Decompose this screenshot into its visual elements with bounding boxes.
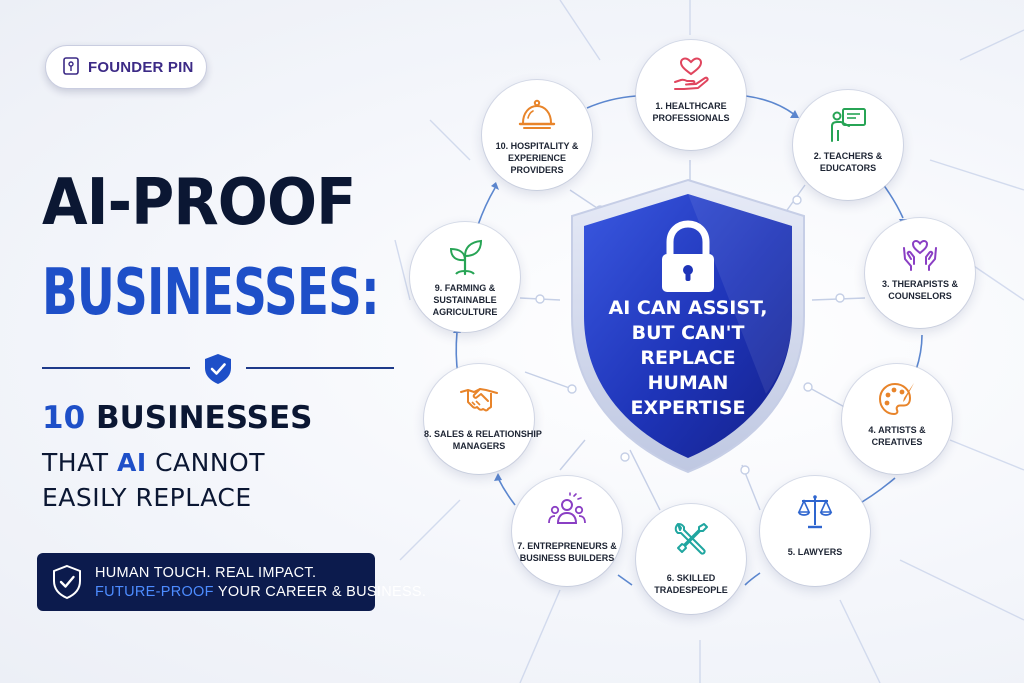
team-icon [548,492,586,524]
headline-line-2: BUSINESSES: [42,256,380,330]
node-label: 3. THERAPISTS & COUNSELORS [865,278,975,302]
node-label-line: TRADESPEOPLE [654,585,728,595]
padlock-icon [662,220,714,292]
node-hospitality: 10. HOSPITALITY & EXPERIENCE PROVIDERS [482,80,592,190]
node-entrepreneurs: 7. ENTREPRENEURS & BUSINESS BUILDERS [512,476,622,586]
sprout-icon [449,239,483,276]
palette-icon [878,382,914,416]
banner-highlight: FUTURE-PROOF [95,584,214,600]
founder-pin-logo: FOUNDER PIN [45,45,207,89]
node-therapists: 3. THERAPISTS & COUNSELORS [865,218,975,328]
subheadline-line-1: 10 BUSINESSES [42,400,312,436]
tools-icon [674,523,708,555]
headline-line-1: AI-PROOF [42,166,356,240]
node-artists: 4. ARTISTS & CREATIVES [842,364,952,474]
shield-outline-check-icon [53,564,81,600]
node-label-line: PROVIDERS [510,165,564,175]
scales-icon [797,495,833,529]
node-label-line: 4. ARTISTS & [868,425,926,435]
node-label-line: 3. THERAPISTS & [881,279,958,289]
central-line: HUMAN [647,372,729,394]
heart-hand-icon [674,57,709,90]
node-label-line: 2. TEACHERS & [813,151,883,161]
node-label-line: EDUCATORS [819,163,877,173]
central-line: REPLACE [640,347,736,369]
central-shield [571,178,805,474]
shield-check-icon [205,354,231,384]
node-label-line: 7. ENTREPRENEURS & [517,541,617,551]
cloche-icon [518,99,556,129]
central-line: EXPERTISE [630,397,746,419]
node-label-line: CREATIVES [871,437,923,447]
banner-line-1: HUMAN TOUCH. REAL IMPACT. [95,565,317,581]
teacher-board-icon [831,108,866,142]
pin-icon [63,57,79,75]
node-label: 8. SALES & RELATIONSHIP MANAGERS [424,428,542,452]
tagline-banner: HUMAN TOUCH. REAL IMPACT. FUTURE-PROOF Y… [37,553,426,611]
node-label-line: 6. SKILLED [666,573,716,583]
node-label: 5. LAWYERS [760,546,870,558]
node-label-line: SUSTAINABLE [433,295,497,305]
banner-line-2: FUTURE-PROOF YOUR CAREER & BUSINESS. [95,584,426,600]
central-message: AI CAN ASSIST, BUT CAN'T REPLACE HUMAN E… [600,296,776,421]
subheadline-line-2: THAT AI CANNOT [42,448,265,478]
node-lawyers: 5. LAWYERS [760,476,870,586]
node-farming: 9. FARMING & SUSTAINABLE AGRICULTURE [410,222,520,332]
node-label: 1. HEALTHCARE PROFESSIONALS [636,100,746,124]
node-sales: 8. SALES & RELATIONSHIP MANAGERS [424,364,542,474]
node-label: 6. SKILLED TRADESPEOPLE [636,572,746,596]
node-tradespeople: 6. SKILLED TRADESPEOPLE [636,504,746,614]
node-label: 7. ENTREPRENEURS & BUSINESS BUILDERS [512,540,622,564]
subheadline-line-3: EASILY REPLACE [42,483,252,512]
node-label: 2. TEACHERS & EDUCATORS [793,150,903,174]
node-label-line: COUNSELORS [888,291,952,301]
node-label-line: PROFESSIONALS [652,113,730,123]
central-line: BUT CAN'T [631,322,745,344]
central-line: AI CAN ASSIST, [608,297,768,319]
node-label-line: EXPERIENCE [507,153,567,163]
node-label-line: 8. SALES & RELATIONSHIP [424,429,542,439]
divider-right [246,367,394,369]
node-healthcare: 1. HEALTHCARE PROFESSIONALS [636,40,746,150]
node-label: 4. ARTISTS & CREATIVES [842,424,952,448]
divider-left [42,367,190,369]
caring-hands-icon [903,239,937,271]
subheadline-ai: AI [116,448,147,477]
node-label-line: AGRICULTURE [432,307,498,317]
subheadline-cannot: CANNOT [155,448,265,477]
subheadline-word: BUSINESSES [95,400,313,436]
node-label-line: 10. HOSPITALITY & [495,141,579,151]
node-label-line: 5. LAWYERS [787,547,843,557]
logo-text: FOUNDER PIN [88,58,194,76]
subheadline-number: 10 [42,400,86,436]
node-label-line: BUSINESS BUILDERS [519,553,615,563]
node-label: 9. FARMING & SUSTAINABLE AGRICULTURE [410,282,520,318]
subheadline-that: THAT [42,448,109,477]
node-label-line: 1. HEALTHCARE [655,101,727,111]
node-label: 10. HOSPITALITY & EXPERIENCE PROVIDERS [482,140,592,176]
handshake-icon [460,388,498,412]
banner-line-2-rest: YOUR CAREER & BUSINESS. [217,584,427,600]
node-label-line: MANAGERS [452,441,506,451]
node-label-line: 9. FARMING & [434,283,496,293]
node-teachers: 2. TEACHERS & EDUCATORS [793,90,903,200]
